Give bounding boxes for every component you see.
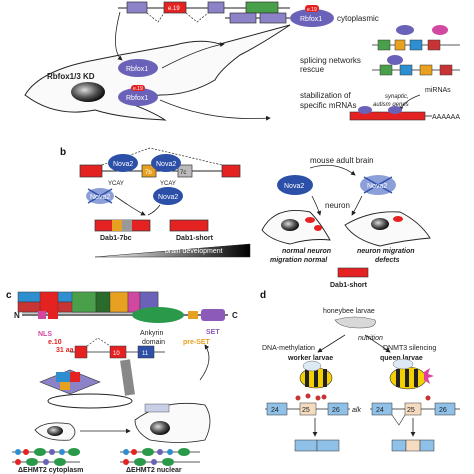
rbfox1-cyto-label: Rbfox1	[300, 16, 322, 23]
nova2-label-6: Nova2	[367, 183, 387, 190]
alk-label: alk	[352, 407, 361, 414]
normal-line2: migration normal	[270, 257, 328, 264]
silencing-label: DNMT3 silencing	[383, 345, 436, 352]
rbfox1-cyto-exon: e.19	[307, 7, 317, 13]
exon-25-right: 25	[407, 407, 415, 414]
mirna-label: miRNAs	[425, 87, 451, 94]
n-terminus-label: N	[14, 311, 20, 320]
nova2-label-2: Nova2	[156, 161, 176, 168]
larva-icon	[334, 316, 376, 329]
autism-label: autism genes	[373, 102, 409, 108]
development-label: brain development	[165, 248, 223, 255]
panel-d: d honeybee larvae nutrition DNA-methylat…	[260, 290, 460, 452]
preset-label: pre-SET	[183, 339, 211, 346]
exon-box	[245, 1, 279, 14]
nls-label: NLS	[38, 331, 52, 338]
dab1-short-label: Dab1-short	[176, 235, 214, 242]
exon-10-label: 10	[113, 351, 120, 357]
c-terminus-label: C	[232, 311, 238, 320]
set-label: SET	[206, 329, 220, 336]
panel-c: c N C NLS e.10 31 aa Ankyrin domain pre-…	[6, 290, 238, 474]
defect-line1: neuron migration	[357, 248, 415, 255]
worker-label: worker larvae	[287, 355, 333, 362]
panel-a: e.19 Rbfox1 e.19 cytoplasmic Rbfox1/3 KD…	[24, 1, 460, 121]
exon-box	[207, 1, 225, 14]
synaptic-label: synaptic,	[385, 94, 409, 100]
rbfox1-e19-tag: e.19	[133, 86, 143, 92]
queen-bee-icon	[389, 358, 434, 390]
exon-24-left: 24	[271, 407, 279, 414]
exon-26-left: 26	[332, 407, 340, 414]
nova2-oval-5	[277, 175, 313, 195]
honeybee-title: honeybee larvae	[323, 308, 375, 315]
chain-left	[12, 448, 80, 466]
panel-c-label: c	[6, 290, 12, 301]
nova2-oval-3	[153, 187, 183, 205]
exon-e19-box	[163, 1, 187, 14]
exon-7b-label: 7b	[145, 170, 152, 176]
exon-11-label: 11	[142, 351, 149, 357]
aa-label: 31 aa	[56, 347, 74, 354]
ehmt2-nuclear-label: ΔEHMT2 nuclear	[126, 467, 182, 474]
nucleus-a	[71, 82, 105, 102]
rbfox1-label: Rbfox1	[126, 66, 148, 73]
set-domain	[201, 309, 225, 321]
stabilization-line2: specific mRNAs	[300, 101, 356, 110]
neuron-label: neuron	[325, 201, 350, 210]
rbfox1-oval	[118, 59, 158, 77]
exon-24-right: 24	[376, 407, 384, 414]
kd-label: Rbfox1/3 KD	[47, 72, 95, 81]
nova2-label-4: Nova2	[158, 194, 178, 201]
stabilization-line1: stabilization of	[300, 91, 351, 100]
nova2-oval-1	[108, 154, 138, 172]
worker-bee-icon	[299, 360, 333, 389]
exon-box	[126, 1, 148, 14]
rbfox1-oval-e19	[118, 88, 158, 106]
normal-line1: normal neuron	[282, 248, 331, 255]
ycay-label-1: YCAY	[108, 181, 124, 187]
exon-7c-label: 7c	[180, 170, 186, 176]
panel-b-label: b	[60, 147, 66, 158]
e10-label: e.10	[48, 339, 62, 346]
ehmt2-cyto-label: ΔEHMT2 cytoplasm	[18, 467, 83, 474]
nova2-label-1: Nova2	[113, 161, 133, 168]
dab1-7bc-label: Dab1-7bc	[100, 235, 132, 242]
queen-label: queen larvae	[380, 355, 423, 362]
panel-d-label: d	[260, 290, 266, 301]
exon-e19-label: e.19	[168, 6, 180, 12]
brain-label: mouse adult brain	[310, 156, 374, 165]
neuron-cell-defect	[344, 211, 431, 247]
chain-right	[120, 448, 200, 466]
nova2-oval-2	[151, 154, 181, 172]
ycay-label-2: YCAY	[160, 181, 176, 187]
polya-label: AAAAAA	[432, 114, 460, 121]
splicing-rescue-line1: splicing networks	[300, 56, 361, 65]
rbfox1-label-2: Rbfox1	[126, 95, 148, 102]
exon-26-right: 26	[439, 407, 447, 414]
splicing-rescue-line2: rescue	[300, 65, 325, 74]
exon-25-left: 25	[302, 407, 310, 414]
nova2-label-3: Nova2	[90, 194, 110, 201]
exon-strip	[17, 291, 159, 313]
ankyrin-line1: Ankyrin	[140, 330, 163, 337]
defect-line2: defects	[375, 257, 400, 264]
ankyrin-line2: domain	[142, 339, 165, 346]
methylation-label: DNA-methylation	[262, 345, 315, 352]
panel-b: b 7b 7c Nova2 Nova2 YCAY YCAY Nova2 Nova…	[60, 147, 431, 289]
nova2-label-5: Nova2	[284, 183, 304, 190]
cytoplasmic-label: cytoplasmic	[337, 14, 379, 23]
dab1-short-right-label: Dab1-short	[330, 282, 368, 289]
dab1-short-bar	[169, 219, 209, 232]
development-wedge	[94, 243, 251, 258]
ankyrin-domain	[132, 307, 184, 323]
rbfox1-cyto-oval	[290, 9, 334, 27]
